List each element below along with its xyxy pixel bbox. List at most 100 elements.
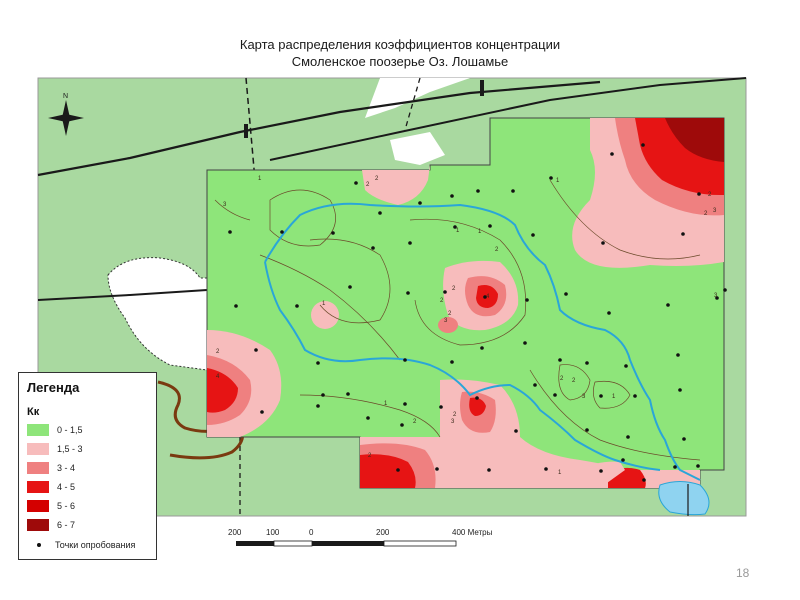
- scale-label: 100: [266, 528, 280, 537]
- sampling-point: [525, 298, 529, 302]
- contour-label: 2: [453, 412, 457, 418]
- sampling-point: [443, 290, 447, 294]
- scale-segment: [273, 540, 313, 547]
- zone-south-red: [360, 454, 416, 488]
- sampling-point: [487, 468, 491, 472]
- contour-label: 3: [582, 394, 586, 400]
- sampling-point: [533, 383, 537, 387]
- sampling-point: [354, 181, 358, 185]
- sampling-point: [295, 304, 299, 308]
- contour-label: 2: [708, 192, 712, 198]
- north-label: N: [63, 93, 68, 100]
- sampling-point: [450, 194, 454, 198]
- sampling-point: [621, 458, 625, 462]
- sampling-point: [601, 241, 605, 245]
- legend-swatch: [27, 424, 49, 436]
- sampling-point: [624, 364, 628, 368]
- sampling-point: [642, 478, 646, 482]
- sampling-point: [439, 405, 443, 409]
- sampling-point: [371, 246, 375, 250]
- zone-n-pink: [362, 165, 430, 205]
- contour-label: 2: [375, 176, 379, 182]
- legend-label: 0 - 1,5: [57, 425, 83, 435]
- north-arrow-icon: [48, 100, 84, 136]
- contour-label: 2: [495, 247, 499, 253]
- contour-lines: [214, 179, 701, 461]
- contour-label: 1: [558, 470, 562, 476]
- sampling-point: [435, 467, 439, 471]
- sampling-point: [610, 152, 614, 156]
- sampling-point: [331, 231, 335, 235]
- sampling-point: [544, 467, 548, 471]
- sampling-point: [585, 428, 589, 432]
- sampling-point: [511, 189, 515, 193]
- sampling-point: [450, 360, 454, 364]
- contour-label: 3: [451, 419, 455, 425]
- legend-label: 1,5 - 3: [57, 444, 83, 454]
- contour-label: 2: [452, 286, 456, 292]
- sampling-point: [234, 304, 238, 308]
- track-north: [245, 77, 256, 181]
- sampling-point: [453, 225, 457, 229]
- sampling-point: [418, 201, 422, 205]
- contour-label: 1: [258, 176, 262, 182]
- sampling-point: [346, 392, 350, 396]
- sampling-point: [682, 437, 686, 441]
- sampling-point: [723, 288, 727, 292]
- sampling-point: [696, 464, 700, 468]
- lake: [658, 481, 710, 516]
- sampling-point: [531, 233, 535, 237]
- sampling-point: [607, 311, 611, 315]
- road-main: [37, 80, 601, 177]
- sampling-points: [228, 143, 727, 482]
- legend-swatch: [27, 519, 49, 531]
- legend-swatch: [27, 481, 49, 493]
- contour-label: 1: [384, 401, 388, 407]
- legend: Легенда Кк 0 - 1,5 1,5 - 3 3 - 4 4 - 5 5…: [18, 372, 157, 560]
- contour-label: 2: [704, 211, 708, 217]
- clearing-north: [365, 78, 470, 118]
- legend-item: 6 - 7: [27, 518, 75, 532]
- sampling-point: [599, 469, 603, 473]
- contour-label: 3: [714, 293, 718, 299]
- sampling-point: [483, 295, 487, 299]
- sampling-point: [488, 224, 492, 228]
- sampling-point: [633, 394, 637, 398]
- zone-s-red: [469, 397, 486, 416]
- sampling-point: [408, 241, 412, 245]
- scale-bar: [236, 540, 457, 547]
- sampling-point: [260, 410, 264, 414]
- legend-item: 3 - 4: [27, 461, 75, 475]
- zone-small-salmon: [438, 317, 458, 333]
- sampling-point: [403, 358, 407, 362]
- zone-west-pink: [311, 301, 339, 329]
- sampling-point: [378, 211, 382, 215]
- river-south-branch: [264, 261, 661, 471]
- sampling-point: [523, 341, 527, 345]
- contour-label: 4: [216, 374, 220, 380]
- sampling-point: [400, 423, 404, 427]
- sampling-point: [676, 353, 680, 357]
- sampling-point: [316, 361, 320, 365]
- sampling-point: [585, 361, 589, 365]
- legend-swatch: [27, 462, 49, 474]
- contour-label: 4: [486, 294, 490, 300]
- scale-label: 0: [309, 528, 314, 537]
- sampling-point: [715, 296, 719, 300]
- legend-item: 4 - 5: [27, 480, 75, 494]
- zone-center-red: [476, 285, 498, 308]
- sampling-point: [553, 393, 557, 397]
- legend-item: 1,5 - 3: [27, 442, 83, 456]
- sampling-point: [480, 346, 484, 350]
- contour-label: 3: [444, 318, 448, 324]
- legend-item: 0 - 1,5: [27, 423, 83, 437]
- sampling-point: [514, 429, 518, 433]
- contour-label: 2: [366, 182, 370, 188]
- sampling-point: [228, 230, 232, 234]
- contour-label: 3: [713, 208, 717, 214]
- river-main: [264, 202, 701, 481]
- contour-label: 2: [440, 298, 444, 304]
- contour-label: 2: [448, 311, 452, 317]
- road-bridge-1: [244, 124, 248, 138]
